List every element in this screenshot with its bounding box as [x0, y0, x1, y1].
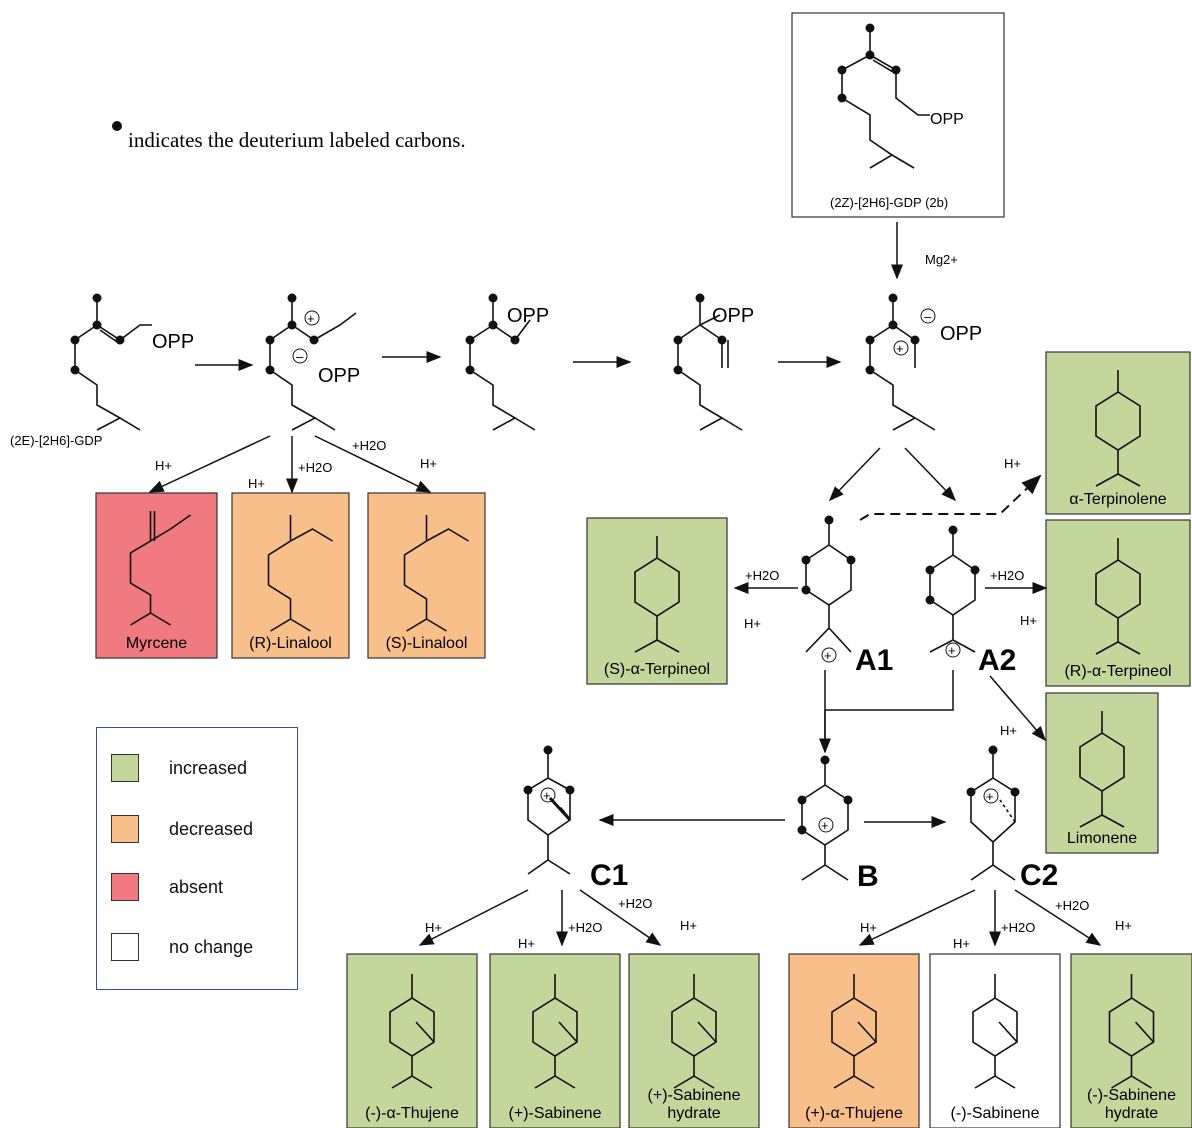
legend-label: decreased — [169, 818, 254, 839]
product-11: (-)-Sabinene — [929, 953, 1061, 1128]
legend-swatch — [111, 754, 139, 782]
water-slin: +H2O — [352, 438, 386, 453]
legend-label: no change — [169, 936, 254, 957]
product-0: Myrcene — [95, 492, 218, 659]
hplus-sabinene-minus: H+ — [953, 936, 970, 951]
water-s-terpineol: +H2O — [745, 568, 779, 583]
svg-text:+: + — [307, 311, 315, 326]
svg-text:+: + — [543, 788, 551, 803]
e-gdp-structure — [74, 298, 152, 431]
e-gdp-opp: OPP — [152, 331, 194, 353]
hplus-hydrate-plus: H+ — [680, 918, 697, 933]
legend-label: absent — [169, 876, 224, 897]
product-name: (R)-α-Terpineol — [1064, 663, 1171, 680]
cation-b — [801, 760, 849, 881]
legend-item-no-change: no change — [111, 933, 253, 961]
product-name: Limonene — [1067, 830, 1137, 847]
lpp-opp-2: OPP — [712, 305, 754, 327]
label-c1: C1 — [590, 859, 628, 892]
hplus-hydrate-minus: H+ — [1115, 918, 1132, 933]
product-name: (S)-Linalool — [386, 635, 468, 652]
e-gdp-label: (2E)-[2H6]-GDP — [10, 433, 102, 448]
mg-label: Mg2+ — [925, 252, 958, 267]
z-gdp-label: (2Z)-[2H6]-GDP (2b) — [830, 195, 948, 210]
cation-a1 — [805, 520, 852, 653]
label-a1: A1 — [855, 644, 893, 677]
legend-item-decreased: decreased — [111, 815, 253, 843]
svg-text:+: + — [821, 818, 829, 833]
product-name: (+)-Sabinene — [509, 1105, 602, 1122]
product-name: (-)-Sabinene — [951, 1105, 1040, 1122]
product-7: (-)-α-Thujene — [346, 953, 478, 1128]
hplus-rlin: H+ — [248, 476, 265, 491]
svg-text:+: + — [986, 789, 994, 804]
legend: increased decreased absent no change — [96, 727, 298, 990]
cation-c1 — [527, 750, 572, 875]
product-name: (+)-α-Thujene — [805, 1105, 903, 1122]
hplus-terpinolene: H+ — [1004, 456, 1021, 471]
svg-text:–: – — [924, 309, 932, 324]
cation-a2 — [929, 530, 976, 653]
cation-c2 — [970, 750, 1016, 881]
svg-text:+: + — [896, 341, 904, 356]
svg-text:–: – — [296, 349, 304, 364]
product-8: (+)-Sabinene — [489, 953, 621, 1128]
legend-item-increased: increased — [111, 754, 247, 782]
water-rlin: +H2O — [298, 460, 332, 475]
cisoid-opp: OPP — [940, 323, 982, 345]
product-name: α-Terpinolene — [1069, 491, 1166, 508]
hplus-limonene: H+ — [1000, 723, 1017, 738]
lpp-opp-1: OPP — [507, 305, 549, 327]
product-name: (S)-α-Terpineol — [604, 661, 710, 678]
product-3: α-Terpinolene — [1045, 351, 1191, 515]
legend-swatch — [111, 933, 139, 961]
label-b: B — [857, 860, 879, 893]
product-1: (R)-Linalool — [231, 492, 350, 659]
z-gdp-structure — [841, 28, 930, 169]
product-6: Limonene — [1045, 692, 1159, 854]
product-2: (S)-Linalool — [367, 492, 486, 659]
deuterium-dot-legend — [112, 121, 122, 131]
svg-text:+: + — [824, 648, 832, 663]
water-hydrate-plus: +H2O — [618, 896, 652, 911]
label-a2: A2 — [978, 644, 1016, 677]
hplus-myrcene: H+ — [155, 458, 172, 473]
legend-swatch — [111, 873, 139, 901]
product-box — [95, 492, 218, 659]
legend-swatch — [111, 815, 139, 843]
z-gdp-opp: OPP — [930, 111, 964, 128]
z-gdp-deuterium-dots — [837, 23, 901, 103]
ion-pair-opp: OPP — [318, 365, 360, 387]
product-name: (R)-Linalool — [249, 635, 332, 652]
water-sabinene-minus: +H2O — [1001, 920, 1035, 935]
product-5: (R)-α-Terpineol — [1045, 519, 1191, 687]
product-10: (+)-α-Thujene — [788, 953, 920, 1128]
water-r-terpineol: +H2O — [990, 568, 1024, 583]
deuterium-note: indicates the deuterium labeled carbons. — [128, 128, 466, 152]
hplus-sabinene-plus: H+ — [518, 936, 535, 951]
z-gdp-box — [791, 12, 1005, 218]
hplus-r-terpineol: H+ — [1020, 613, 1037, 628]
svg-text:+: + — [948, 643, 956, 658]
hplus-thujene-minus: H+ — [425, 920, 442, 935]
water-sabinene-plus: +H2O — [568, 920, 602, 935]
hplus-slin: H+ — [420, 456, 437, 471]
product-name: Myrcene — [126, 635, 187, 652]
water-hydrate-minus: +H2O — [1055, 898, 1089, 913]
hplus-thujene-plus: H+ — [860, 920, 877, 935]
product-4: (S)-α-Terpineol — [586, 517, 728, 685]
label-c2: C2 — [1020, 859, 1058, 892]
product-name: (-)-α-Thujene — [365, 1105, 459, 1122]
legend-item-absent: absent — [111, 873, 223, 901]
legend-label: increased — [169, 757, 248, 778]
hplus-s-terpineol: H+ — [744, 616, 761, 631]
